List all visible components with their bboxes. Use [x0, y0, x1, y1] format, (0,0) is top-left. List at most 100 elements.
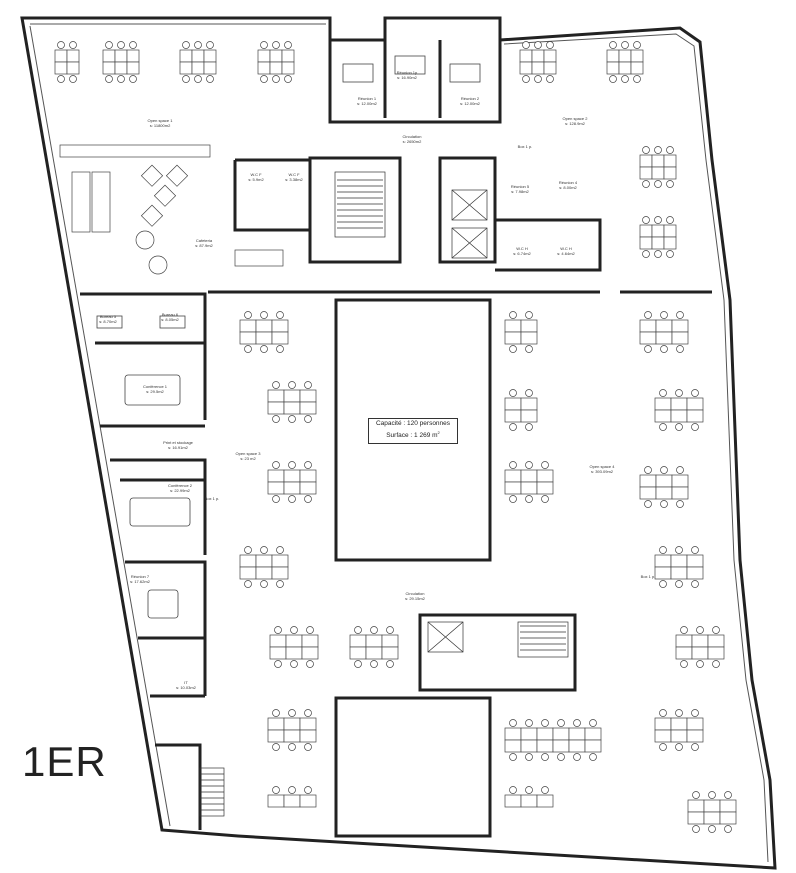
chair — [244, 345, 252, 353]
chair — [644, 311, 652, 319]
chair — [182, 41, 190, 49]
chair — [288, 743, 296, 751]
chair — [589, 753, 597, 761]
chair — [284, 41, 292, 49]
desk — [675, 634, 693, 648]
desk — [630, 61, 644, 75]
room-name-reunion-1p: Réunion 1p — [397, 70, 418, 75]
room-area-reunion-4: s: 8.00m2 — [559, 185, 577, 190]
desk — [285, 646, 303, 660]
chair — [676, 500, 684, 508]
desk — [670, 409, 688, 423]
room-area-open-space-1: s: 11800m2 — [150, 123, 171, 128]
desk — [691, 646, 709, 660]
room-area-reunion-2: s: 12.00m2 — [460, 101, 481, 106]
desk — [299, 729, 317, 743]
workstation-clusters — [54, 41, 737, 833]
room-name-reunion-1: Réunion 1 — [358, 96, 377, 101]
desk — [283, 717, 301, 731]
chair — [573, 719, 581, 727]
chair — [276, 345, 284, 353]
chair — [666, 146, 674, 154]
desk — [651, 154, 665, 168]
chair — [666, 180, 674, 188]
desk — [349, 634, 367, 648]
desk — [686, 717, 704, 731]
room-name-bureau-5: Bureau 5 — [100, 314, 117, 319]
desk — [504, 794, 522, 808]
desk — [281, 61, 295, 75]
chair — [534, 41, 542, 49]
desk — [299, 401, 317, 415]
desk — [54, 61, 68, 75]
chair — [260, 345, 268, 353]
chair — [370, 660, 378, 668]
desk — [719, 811, 737, 825]
desk — [267, 389, 285, 403]
chair — [633, 75, 641, 83]
desk — [239, 319, 257, 333]
room-area-reunion-5: s: 7.98m2 — [511, 189, 529, 194]
room-area-reunion-1p: s: 16.90m2 — [397, 75, 418, 80]
desk — [686, 554, 704, 568]
chair — [557, 719, 565, 727]
desk — [283, 729, 301, 743]
desk — [686, 409, 704, 423]
desk — [531, 61, 545, 75]
desk — [536, 727, 554, 741]
chair — [642, 146, 650, 154]
room-name-wc-f-2: W.C F — [288, 172, 300, 177]
desk — [519, 49, 533, 63]
chair — [290, 626, 298, 634]
room-name-open-space-2: Open space 2 — [563, 116, 589, 121]
desk — [719, 799, 737, 813]
chair — [654, 180, 662, 188]
chair — [272, 381, 280, 389]
capacity-box: Capacité : 120 personnes Surface : 1 269… — [368, 418, 458, 444]
desk — [271, 566, 289, 580]
desk — [299, 389, 317, 403]
chair — [676, 466, 684, 474]
chair — [675, 580, 683, 588]
desk — [267, 401, 285, 415]
chair — [675, 389, 683, 397]
chair — [525, 786, 533, 794]
chair — [272, 495, 280, 503]
chair — [69, 75, 77, 83]
desk — [269, 634, 287, 648]
chair — [621, 75, 629, 83]
conference-tables — [96, 55, 481, 619]
interior-walls — [80, 40, 712, 838]
desk — [255, 331, 273, 345]
desk — [584, 739, 602, 753]
room-area-wc-h-2: s: 4.64m2 — [557, 251, 575, 256]
chair — [117, 41, 125, 49]
desk — [606, 49, 620, 63]
desk — [299, 717, 317, 731]
desk — [687, 799, 705, 813]
room-name-wc-f-1: W.C F — [250, 172, 262, 177]
chair — [272, 461, 280, 469]
desk — [675, 646, 693, 660]
desk — [271, 554, 289, 568]
desk — [301, 634, 319, 648]
desk — [203, 61, 217, 75]
desk — [543, 49, 557, 63]
chair — [525, 461, 533, 469]
chair — [57, 41, 65, 49]
chair — [509, 786, 517, 794]
chair — [288, 709, 296, 717]
chair — [666, 250, 674, 258]
room-area-reunion-1: s: 12.00m2 — [357, 101, 378, 106]
surface-value: Surface : 1 269 m — [386, 432, 438, 440]
desk — [267, 729, 285, 743]
chair — [660, 345, 668, 353]
desk — [552, 727, 570, 741]
desk — [655, 331, 673, 345]
desk — [191, 49, 205, 63]
chair — [284, 75, 292, 83]
desk — [536, 739, 554, 753]
chair — [304, 415, 312, 423]
chair — [509, 495, 517, 503]
chair — [708, 791, 716, 799]
